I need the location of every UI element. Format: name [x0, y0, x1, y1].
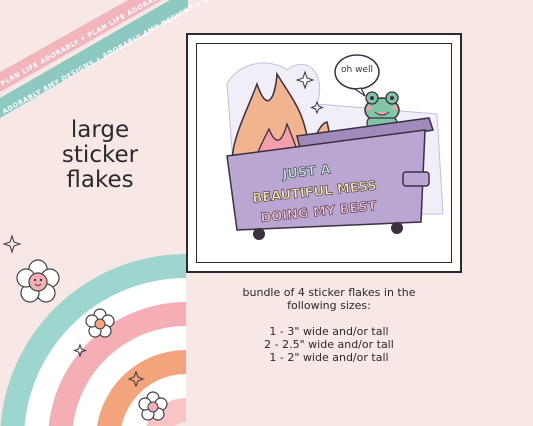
speech-text: oh well [341, 65, 373, 75]
dumpster-handle [402, 171, 430, 187]
headline-line3: flakes [66, 167, 134, 193]
wheel-icon [253, 228, 265, 240]
sticker-text-line1: JUST A [281, 163, 332, 183]
sparkle-icon [295, 70, 324, 115]
flower-icon [138, 391, 168, 421]
headline: large sticker flakes [30, 118, 170, 193]
size-item: 1 - 2" wide and/or tall [269, 351, 389, 364]
frog-icon [364, 91, 400, 129]
sizes-intro-1: bundle of 4 sticker flakes in the [242, 286, 416, 299]
sticker-frame-inner: oh well JUST A [196, 43, 452, 263]
dumpster-fire-sticker: oh well JUST A [226, 54, 444, 240]
flower-icon [85, 308, 115, 338]
headline-line2: sticker [61, 142, 139, 168]
rainbow-center [174, 422, 186, 426]
size-item: 2 - 2.5" wide and/or tall [264, 338, 394, 351]
dumpster-body [226, 129, 426, 231]
wheel-icon [391, 222, 403, 234]
sparkle-icon [2, 234, 145, 388]
sticker-frame: oh well JUST A [186, 33, 462, 273]
sizes-intro-2: following sizes: [287, 299, 371, 312]
speech-bubble: oh well [334, 54, 380, 97]
headline-line1: large [70, 117, 130, 143]
flower-icon [16, 259, 60, 303]
size-description: bundle of 4 sticker flakes in the follow… [206, 286, 452, 364]
size-item: 1 - 3" wide and/or tall [269, 325, 389, 338]
